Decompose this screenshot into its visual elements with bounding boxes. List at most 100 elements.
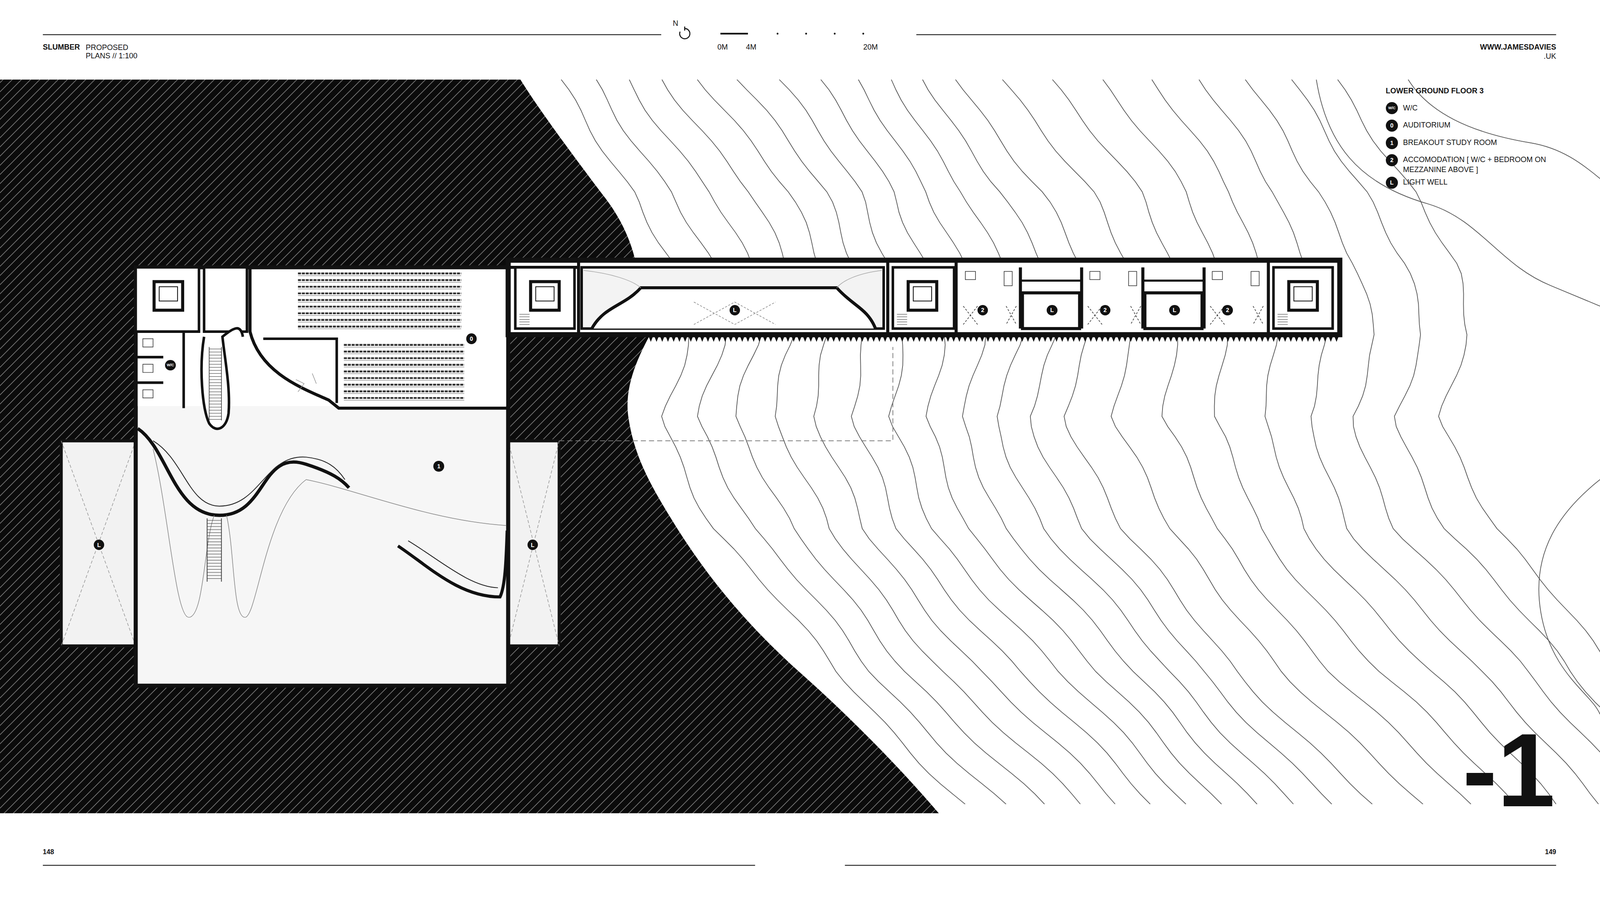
plan-line bbox=[295, 373, 317, 392]
plan-line bbox=[297, 272, 462, 275]
plan-line bbox=[343, 344, 465, 346]
header-text: 4M bbox=[745, 42, 757, 52]
plan-line bbox=[508, 440, 560, 646]
plan-line bbox=[263, 338, 337, 403]
plan-line bbox=[916, 34, 1557, 35]
plan-line bbox=[963, 306, 978, 325]
plan-line bbox=[343, 347, 465, 348]
callout-number: L bbox=[1390, 179, 1394, 186]
header-text: WWW.JAMESDAVIES bbox=[1480, 42, 1557, 52]
plan-line bbox=[297, 273, 465, 400]
level-number: -1 bbox=[1462, 718, 1555, 823]
callout-number: L bbox=[732, 307, 737, 313]
contour-line bbox=[891, 79, 1294, 805]
contour-line bbox=[1291, 79, 1600, 805]
contour-line bbox=[1337, 79, 1600, 805]
plan-line bbox=[297, 295, 462, 296]
callout-number: 1 bbox=[437, 463, 441, 470]
legend-symbol: W/C bbox=[1385, 102, 1398, 115]
plan-line bbox=[1252, 306, 1263, 325]
legend-symbol: 2 bbox=[1385, 154, 1398, 167]
plan-line bbox=[209, 347, 222, 421]
legend-text: LIGHT WELL bbox=[1402, 177, 1558, 188]
callout-circle: L bbox=[527, 539, 538, 550]
callout-number: L bbox=[97, 542, 101, 548]
plan-line bbox=[862, 32, 865, 35]
plan-line bbox=[297, 325, 462, 328]
contour-line bbox=[1151, 79, 1556, 805]
legend-symbol: 1 bbox=[1385, 136, 1398, 149]
plan-line bbox=[297, 302, 462, 303]
header-text: 0M bbox=[717, 42, 728, 52]
plan-line bbox=[152, 449, 306, 618]
plan-line bbox=[1130, 306, 1141, 325]
contour-line bbox=[1102, 79, 1515, 805]
callout-number: 1 bbox=[1390, 140, 1394, 146]
header-text: N bbox=[672, 18, 679, 29]
plan-line bbox=[204, 267, 248, 332]
callout-number: 0 bbox=[1390, 122, 1394, 129]
contour-line bbox=[922, 79, 1332, 805]
plan-line bbox=[892, 267, 955, 329]
plan-line bbox=[343, 386, 465, 388]
plan-line bbox=[297, 312, 462, 315]
callout-circle: L bbox=[729, 305, 740, 316]
plan-line bbox=[343, 357, 465, 359]
plan-line bbox=[397, 530, 508, 597]
plan-line bbox=[1277, 314, 1288, 325]
plan-line bbox=[209, 349, 222, 420]
legend-text: ACCOMODATION [ W/C + BEDROOM ON MEZZANIN… bbox=[1402, 155, 1558, 175]
plan-line bbox=[1293, 286, 1313, 301]
contour-line bbox=[858, 79, 1258, 805]
plan-line bbox=[591, 287, 876, 329]
plan-line bbox=[515, 267, 575, 329]
legend-text: W/C bbox=[1402, 103, 1558, 113]
plan-line bbox=[142, 338, 153, 398]
plan-line bbox=[297, 275, 462, 276]
plan-line bbox=[343, 397, 465, 399]
callout-number: W/C bbox=[1388, 106, 1396, 110]
plan-line bbox=[297, 308, 462, 310]
header-text: PROPOSED PLANS // 1:100 bbox=[85, 43, 149, 61]
page-number: 148 bbox=[42, 847, 55, 857]
contour-line bbox=[1316, 79, 1600, 307]
plan-line bbox=[297, 319, 462, 321]
callout-number: 0 bbox=[470, 335, 474, 342]
plan-line bbox=[583, 270, 882, 288]
legend-text: BREAKOUT STUDY ROOM bbox=[1402, 137, 1558, 148]
callout-circle: L bbox=[1169, 305, 1180, 316]
plan-line bbox=[297, 299, 462, 301]
plan-line bbox=[135, 267, 200, 332]
plan-line bbox=[297, 315, 462, 316]
plan-line bbox=[343, 393, 465, 394]
contour-line bbox=[1245, 79, 1600, 805]
legend-text: AUDITORIUM bbox=[1402, 120, 1558, 130]
plan-line bbox=[61, 440, 136, 646]
plan-line bbox=[343, 363, 465, 366]
plan-line bbox=[519, 314, 530, 325]
callout-circle: 2 bbox=[1222, 305, 1233, 316]
plan-line bbox=[297, 285, 462, 288]
plan-line bbox=[1250, 271, 1260, 286]
plan-line bbox=[1006, 306, 1017, 325]
callout-circle: 1 bbox=[433, 460, 444, 472]
callout-number: L bbox=[530, 542, 535, 548]
plan-line bbox=[1020, 279, 1205, 282]
plan-line bbox=[897, 314, 908, 325]
plan-line bbox=[508, 260, 1340, 335]
contour-line bbox=[779, 79, 1186, 805]
callout-circle: 2 bbox=[977, 305, 988, 316]
legend-symbol: 0 bbox=[1385, 119, 1398, 132]
plan-line bbox=[535, 286, 555, 301]
plan-line bbox=[343, 377, 465, 379]
plan-line bbox=[1288, 281, 1318, 311]
plan-line bbox=[297, 288, 462, 290]
callout-number: 2 bbox=[1390, 157, 1394, 163]
plan-line bbox=[343, 353, 465, 355]
plan-line bbox=[1145, 292, 1203, 329]
plan-line bbox=[913, 286, 932, 301]
plan-line bbox=[845, 865, 1557, 866]
scale-bar bbox=[720, 32, 865, 35]
plan-line bbox=[343, 366, 465, 368]
